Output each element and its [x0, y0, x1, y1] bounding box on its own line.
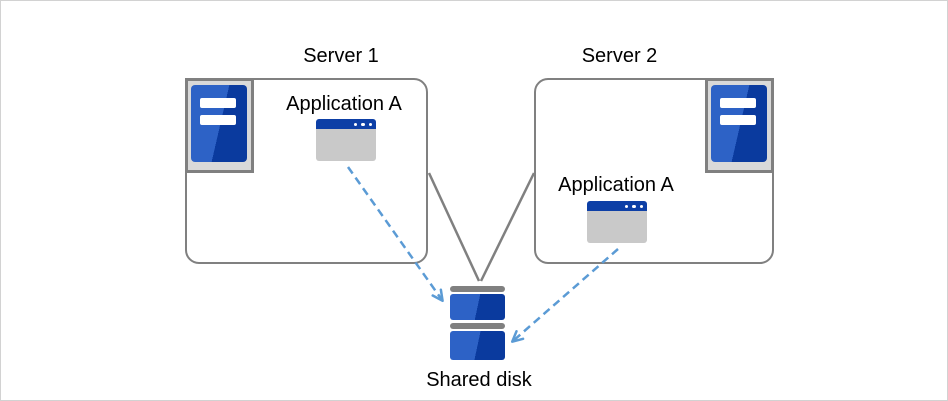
window-dot [368, 122, 372, 126]
server-slot [200, 115, 236, 125]
server-slot [200, 98, 236, 108]
server1-server-icon [185, 78, 254, 173]
app-window-body [316, 129, 376, 161]
server2-server-icon [705, 78, 774, 173]
shared-disk-label: Shared disk [426, 369, 532, 391]
disk-cap [450, 286, 505, 292]
app-window-titlebar [316, 119, 376, 129]
server-slot [720, 115, 756, 125]
app-window-dots [624, 204, 643, 208]
app-window-dots [353, 122, 372, 126]
server1-app-label: Application A [286, 93, 402, 115]
disk-cap [450, 323, 505, 329]
server2-app-window-icon [587, 201, 647, 243]
server2-title: Server 2 [581, 45, 658, 67]
window-dot [632, 204, 636, 208]
app-window-titlebar [587, 201, 647, 211]
disk-platter [450, 294, 505, 320]
shared-disk-icon [450, 286, 505, 360]
connector-server1-to-disk [427, 172, 481, 282]
window-dot [624, 204, 628, 208]
window-dot [353, 122, 357, 126]
server-panel [191, 85, 247, 162]
server1-app-window-icon [316, 119, 376, 161]
server2-app-label: Application A [558, 174, 674, 196]
server1-title: Server 1 [303, 45, 379, 67]
server-slot [720, 98, 756, 108]
window-dot [639, 204, 643, 208]
disk-platter [450, 331, 505, 360]
window-dot [361, 122, 365, 126]
server-panel [711, 85, 767, 162]
app-window-body [587, 211, 647, 243]
